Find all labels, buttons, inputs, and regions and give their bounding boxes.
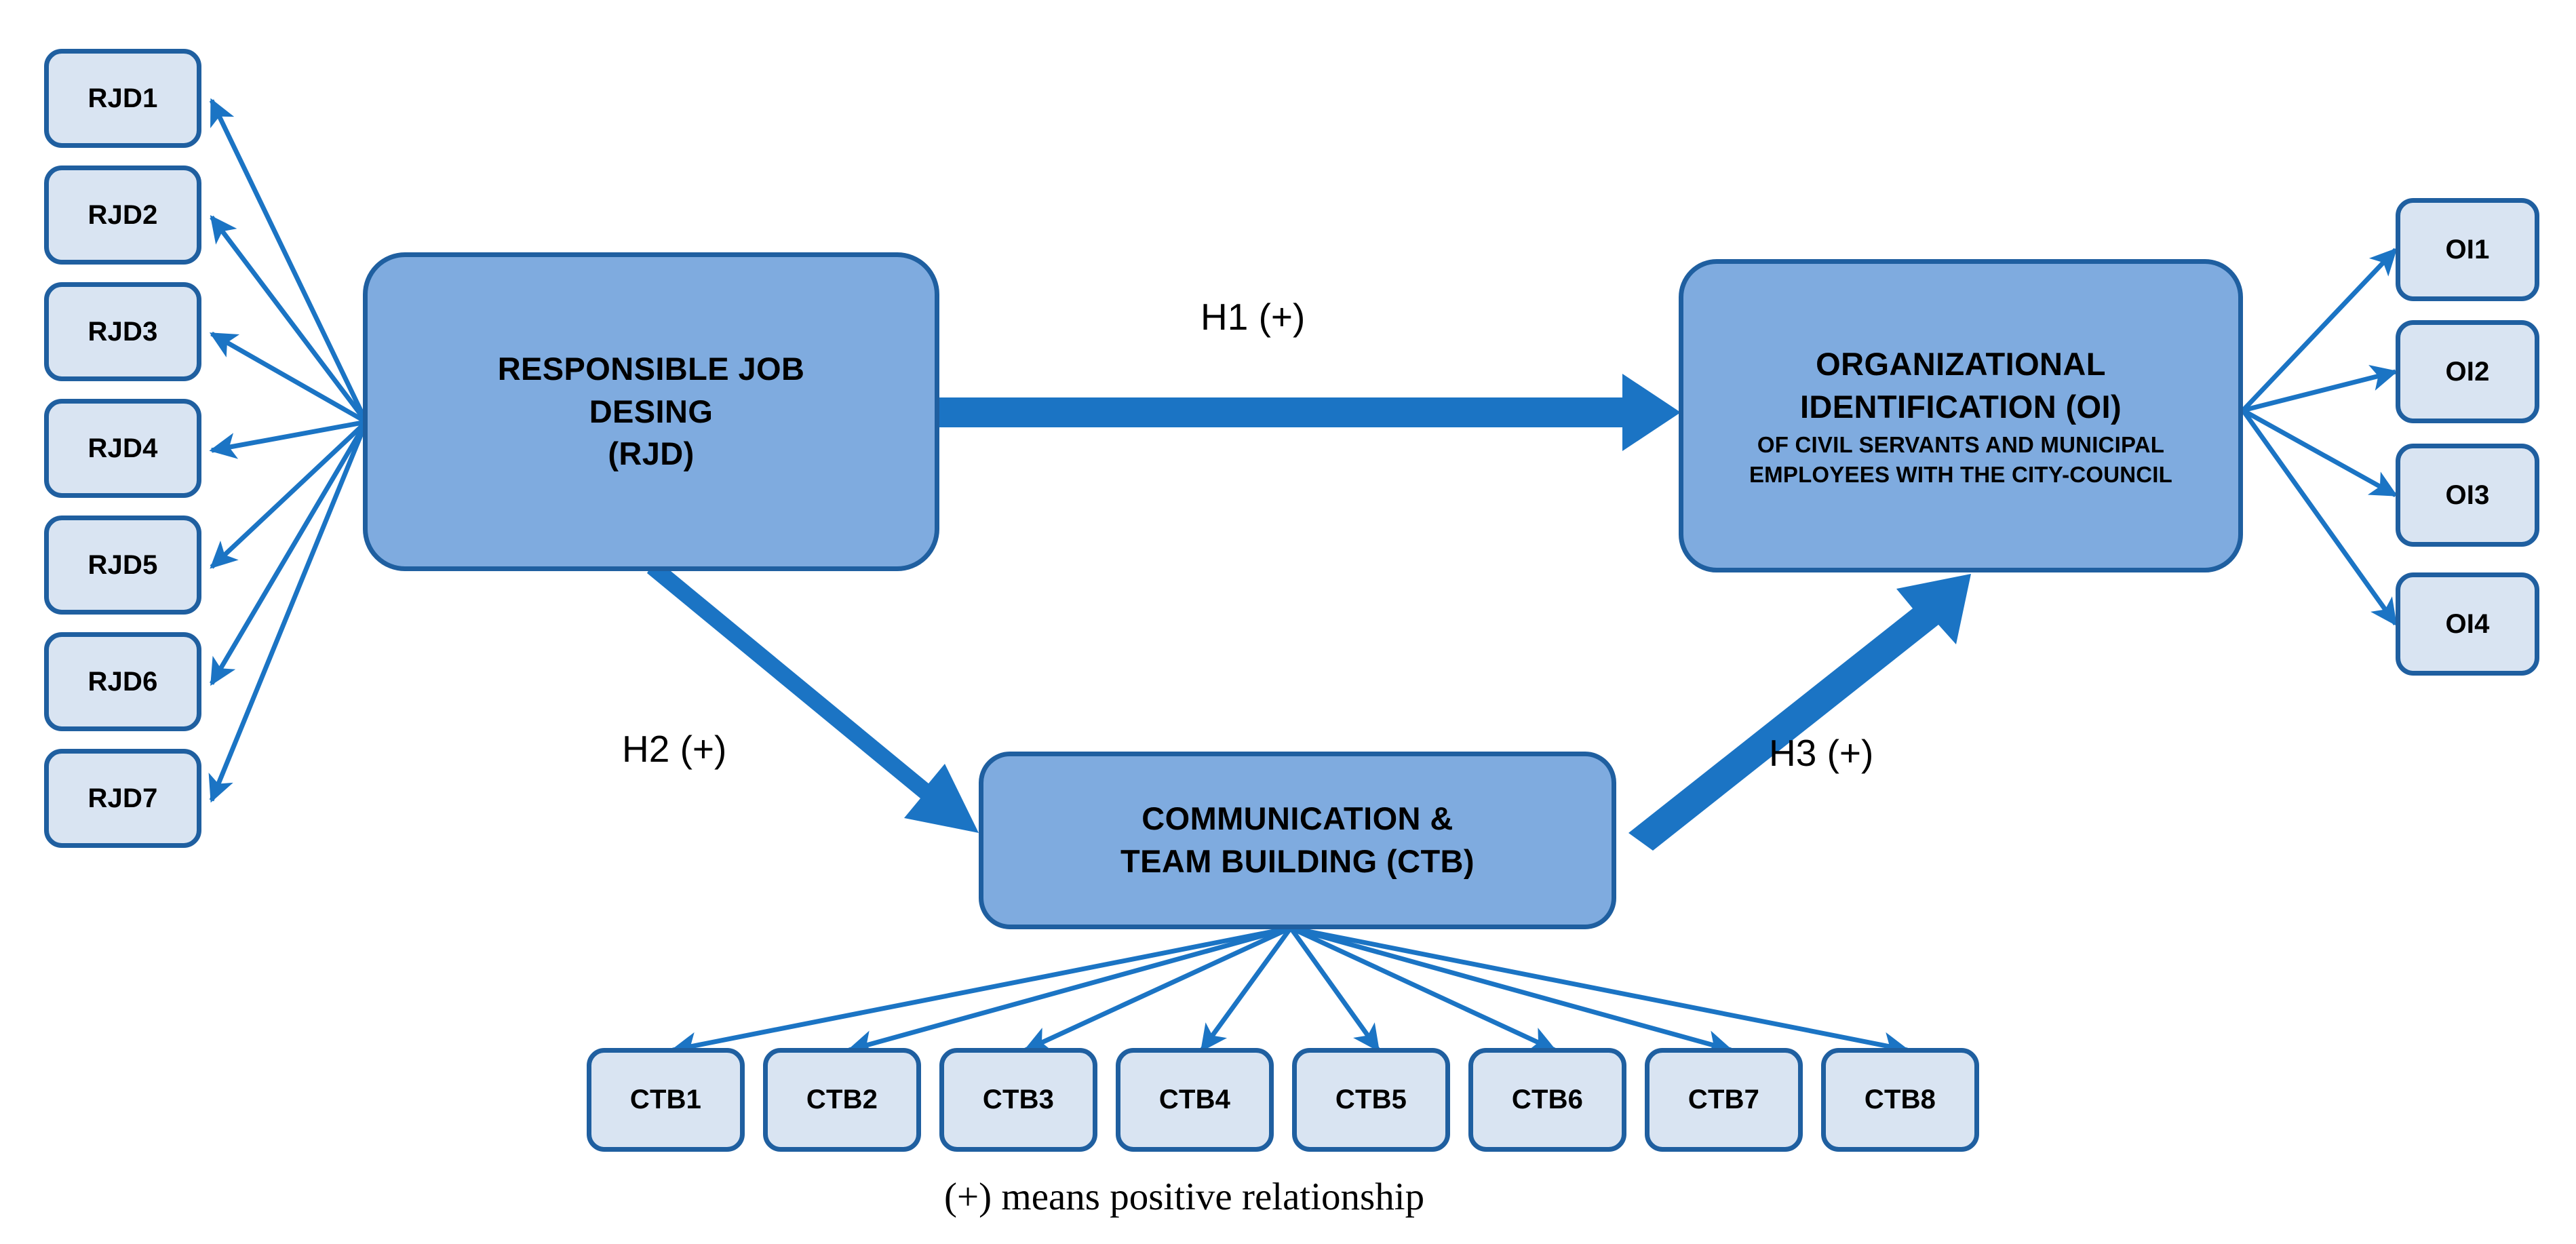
ctb-indicator-connectors [670, 925, 1910, 1059]
wire-rjd3 [209, 331, 368, 425]
construct-ctb-line1: COMMUNICATION & [1141, 800, 1453, 837]
indicator-label: RJD2 [87, 199, 158, 230]
construct-rjd-line3: (RJD) [608, 435, 695, 472]
indicator-label: RJD6 [87, 666, 158, 697]
wire-ctb5 [1289, 926, 1380, 1052]
wire-ctb4 [1200, 926, 1293, 1052]
wire-rjd6 [209, 421, 369, 686]
indicator-rjd2[interactable]: RJD2 [44, 166, 201, 265]
construct-oi-sub1: OF CIVIL SERVANTS AND MUNICIPAL [1757, 431, 2165, 457]
indicator-ctb7[interactable]: CTB7 [1645, 1048, 1803, 1152]
construct-oi-line2: IDENTIFICATION (OI) [1799, 388, 2122, 425]
indicator-label: RJD4 [87, 433, 158, 463]
wire-rjd7 [208, 421, 369, 803]
indicator-rjd6[interactable]: RJD6 [44, 632, 201, 731]
construct-rjd-line1: RESPONSIBLE JOB [497, 350, 805, 387]
h2-arrow [647, 558, 979, 833]
construct-oi[interactable]: ORGANIZATIONAL IDENTIFICATION (OI) OF CI… [1679, 259, 2243, 572]
oi-indicator-connectors [2241, 248, 2398, 626]
wire-rjd4 [209, 419, 367, 459]
indicator-ctb5[interactable]: CTB5 [1292, 1048, 1450, 1152]
wire-ctb7 [1290, 925, 1734, 1057]
indicator-label: OI4 [2445, 608, 2490, 639]
indicator-label: CTB3 [982, 1085, 1055, 1114]
indicator-rjd3[interactable]: RJD3 [44, 282, 201, 381]
indicator-label: CTB7 [1687, 1085, 1760, 1114]
indicator-label: CTB1 [629, 1085, 702, 1114]
indicator-ctb8[interactable]: CTB8 [1821, 1048, 1979, 1152]
construct-rjd[interactable]: RESPONSIBLE JOB DESING (RJD) [363, 252, 939, 571]
wire-ctb1 [670, 925, 1291, 1059]
indicator-label: OI2 [2445, 356, 2490, 387]
indicator-oi2[interactable]: OI2 [2396, 320, 2539, 423]
wire-ctb2 [846, 925, 1291, 1057]
indicator-rjd7[interactable]: RJD7 [44, 749, 201, 848]
indicator-oi3[interactable]: OI3 [2396, 444, 2539, 547]
wire-ctb8 [1290, 925, 1910, 1059]
h3-arrow [1628, 574, 1971, 851]
wire-rjd2 [210, 215, 368, 424]
indicator-ctb1[interactable]: CTB1 [587, 1048, 745, 1152]
indicator-label: RJD7 [87, 783, 158, 813]
indicator-label: OI3 [2445, 480, 2490, 510]
indicator-label: CTB2 [806, 1085, 878, 1114]
indicator-label: CTB4 [1158, 1085, 1231, 1114]
construct-rjd-line2: DESING [589, 393, 714, 429]
indicator-ctb2[interactable]: CTB2 [763, 1048, 921, 1152]
indicator-rjd5[interactable]: RJD5 [44, 516, 201, 615]
indicator-label: RJD5 [87, 549, 158, 580]
wire-ctb6 [1289, 925, 1557, 1053]
wire-rjd5 [210, 420, 368, 569]
indicator-ctb6[interactable]: CTB6 [1468, 1048, 1626, 1152]
hypothesis-label-h2: H2 (+) [622, 728, 727, 770]
indicator-oi4[interactable]: OI4 [2396, 572, 2539, 676]
rjd-indicator-connectors [208, 98, 369, 803]
wire-oi3 [2242, 408, 2398, 498]
indicator-label: CTB6 [1511, 1085, 1584, 1114]
indicator-label: RJD1 [87, 83, 158, 113]
indicator-oi1[interactable]: OI1 [2396, 198, 2539, 301]
indicator-label: OI1 [2445, 234, 2490, 265]
construct-ctb[interactable]: COMMUNICATION & TEAM BUILDING (CTB) [979, 752, 1616, 929]
hypothesis-label-h3: H3 (+) [1769, 732, 1874, 774]
indicator-label: CTB5 [1335, 1085, 1407, 1114]
indicator-label: CTB8 [1864, 1085, 1936, 1114]
construct-oi-sub2: EMPLOYEES WITH THE CITY-COUNCIL [1749, 461, 2173, 487]
h1-arrow [936, 374, 1681, 451]
wire-rjd1 [209, 98, 369, 423]
wire-oi4 [2241, 408, 2398, 626]
indicator-rjd4[interactable]: RJD4 [44, 399, 201, 498]
construct-oi-line1: ORGANIZATIONAL [1816, 345, 2106, 382]
indicator-rjd1[interactable]: RJD1 [44, 49, 201, 148]
wire-oi2 [2242, 364, 2398, 413]
indicator-ctb4[interactable]: CTB4 [1116, 1048, 1274, 1152]
hypothesis-label-h1: H1 (+) [1201, 296, 1306, 338]
diagram-caption: (+) means positive relationship [944, 1175, 1425, 1218]
construct-ctb-line2: TEAM BUILDING (CTB) [1120, 843, 1475, 879]
indicator-label: RJD3 [87, 316, 158, 347]
wire-ctb3 [1023, 925, 1292, 1053]
indicator-ctb3[interactable]: CTB3 [939, 1048, 1097, 1152]
wire-oi1 [2241, 248, 2398, 412]
